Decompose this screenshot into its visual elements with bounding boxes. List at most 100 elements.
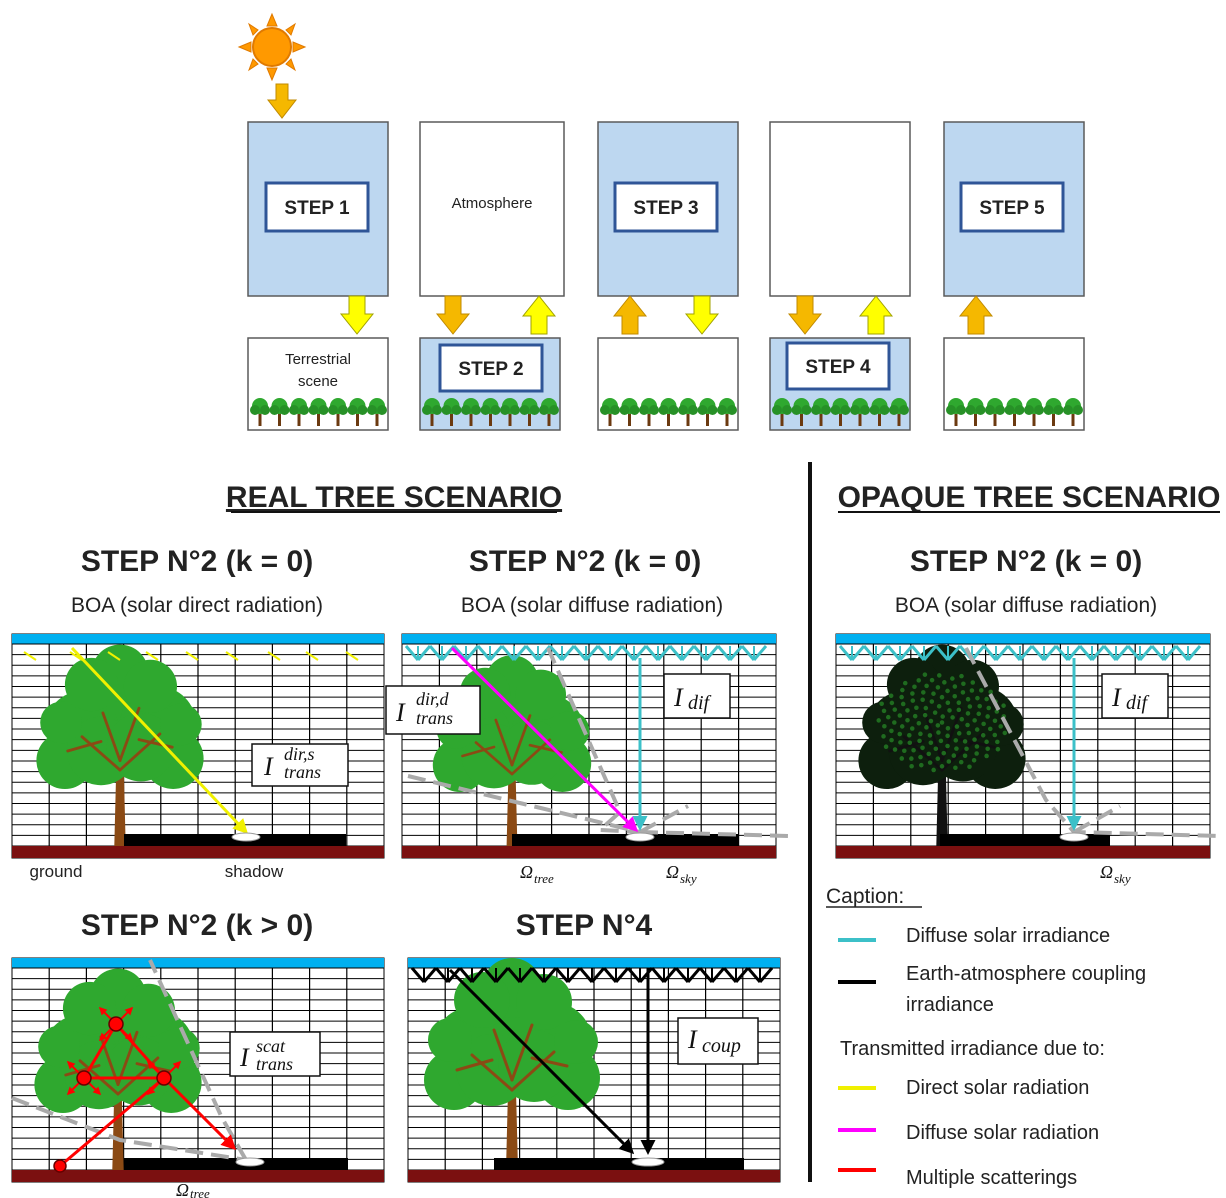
tree-foliage <box>516 974 572 1030</box>
diffuse-zag <box>686 967 702 983</box>
tree-foliage <box>38 1025 80 1068</box>
tree-leaf-dot <box>953 738 959 743</box>
tree-leaf-dot <box>907 740 913 746</box>
tree-branch <box>455 1058 494 1072</box>
diffuse-arrows-p3 <box>838 645 1202 661</box>
sky-band <box>12 634 384 644</box>
tree-leaf-dot <box>902 680 908 686</box>
mini-tree-crown <box>1034 405 1044 415</box>
tree-leaf-dot <box>986 705 992 711</box>
diffuse-zag <box>874 645 890 661</box>
mini-tree-crown <box>260 405 270 415</box>
diffuse-zag <box>638 967 654 983</box>
tree-leaf-dot <box>929 699 935 704</box>
tree-leaf-dot <box>995 739 1000 745</box>
tree-leaf-dot <box>927 733 933 738</box>
diffuse-zig <box>674 967 690 983</box>
diffuse-zag <box>1186 645 1202 661</box>
mini-tree-crown <box>688 405 698 415</box>
tree-foliage <box>106 713 176 782</box>
mini-tree-crown <box>1053 405 1064 415</box>
tree-leaf-dot <box>962 753 968 759</box>
mini-tree-crown <box>338 405 348 415</box>
mini-tree-trunk <box>667 412 670 426</box>
coupling-arrows-p5 <box>410 967 774 983</box>
mini-tree-crown <box>889 405 899 415</box>
caption: Caption: Diffuse solar irradiance Earth-… <box>826 885 1146 1189</box>
tree-leaf-dot <box>900 687 905 693</box>
mini-tree-crown <box>269 405 280 415</box>
tree-leaf-dot <box>994 709 1000 714</box>
tree-foliage <box>428 1018 472 1062</box>
mini-tree-crown <box>899 405 909 415</box>
diffuse-zag <box>590 967 606 983</box>
mini-tree-trunk <box>878 412 881 426</box>
tree-leaf-dot <box>958 759 964 765</box>
tree-foliage <box>62 981 117 1036</box>
mini-tree-trunk <box>508 412 512 426</box>
diffuse-zag <box>1090 645 1106 661</box>
tree-leaf-dot <box>962 739 968 744</box>
mini-tree-crown <box>529 405 540 415</box>
mini-tree-trunk <box>469 412 473 426</box>
tree-branch <box>137 738 174 749</box>
diffuse-zag <box>614 967 630 983</box>
tree-leaf-dot <box>938 738 944 744</box>
diffuse-zig <box>1126 645 1142 661</box>
diffuse-zag <box>488 645 504 661</box>
diffuse-zag <box>656 645 672 661</box>
ground-band <box>12 846 384 858</box>
diffuse-zig <box>578 967 594 983</box>
tree-leaf-dot <box>876 718 882 723</box>
label-trans-dir-s-sub: trans <box>284 762 321 782</box>
tree-leaf-dot <box>951 753 957 758</box>
diffuse-zig <box>572 645 588 661</box>
mini-tree-crown <box>869 405 880 415</box>
mini-tree-crown <box>821 405 831 415</box>
label-box-trans-dir-d <box>385 685 481 735</box>
caption-direct: Direct solar radiation <box>906 1077 1089 1099</box>
mini-tree-crown <box>707 405 718 415</box>
tree-leaf-dot <box>914 705 919 711</box>
mini-tree-crown <box>965 405 976 415</box>
diffuse-zig <box>1054 645 1070 661</box>
tree-branch <box>66 740 103 753</box>
label-box-step2 <box>438 343 544 393</box>
mini-tree-crown <box>1063 405 1073 415</box>
panel1-title: STEP N°2 (k = 0) <box>81 545 313 578</box>
diffuse-zag <box>734 967 750 983</box>
tree-leaf-dot <box>985 746 990 752</box>
sky-band <box>408 958 780 968</box>
diffuse-zig <box>838 645 854 661</box>
diffuse-zig <box>428 645 444 661</box>
sun-icon <box>237 12 307 82</box>
mini-tree-crown <box>347 405 358 415</box>
mini-tree-trunk <box>819 412 823 426</box>
mini-tree-crown <box>600 405 610 415</box>
tree-leaf-dot <box>966 730 972 736</box>
mini-tree-crown <box>850 405 860 415</box>
diffuse-zig <box>1102 645 1118 661</box>
mini-tree-crown <box>649 405 659 415</box>
diffuse-zag <box>898 645 914 661</box>
diffuse-zig <box>650 967 666 983</box>
mini-tree-trunk <box>375 412 379 426</box>
diffuse-zig <box>982 645 998 661</box>
mini-tree-trunk <box>489 412 492 426</box>
mini-tree-crown <box>367 405 377 415</box>
tree-leaf-dot <box>916 720 922 726</box>
label-trans-dir-s-sup: dir,s <box>284 744 315 764</box>
tree-leaf-dot <box>967 764 972 770</box>
panel2-subtitle: BOA (solar diffuse radiation) <box>461 594 723 617</box>
tree-leaf-dot <box>929 677 935 683</box>
tree-leaf-dot <box>922 672 928 677</box>
tree-leaf-dot <box>910 698 916 703</box>
mini-tree-trunk <box>1071 412 1075 426</box>
diffuse-zag <box>1138 645 1154 661</box>
diffuse-zag <box>1018 645 1034 661</box>
label-step2: STEP 2 <box>458 359 523 380</box>
tree-foliage <box>554 1020 598 1064</box>
diffuse-zig <box>1006 645 1022 661</box>
mini-tree-crown <box>830 405 841 415</box>
diffuse-zag <box>1042 645 1058 661</box>
